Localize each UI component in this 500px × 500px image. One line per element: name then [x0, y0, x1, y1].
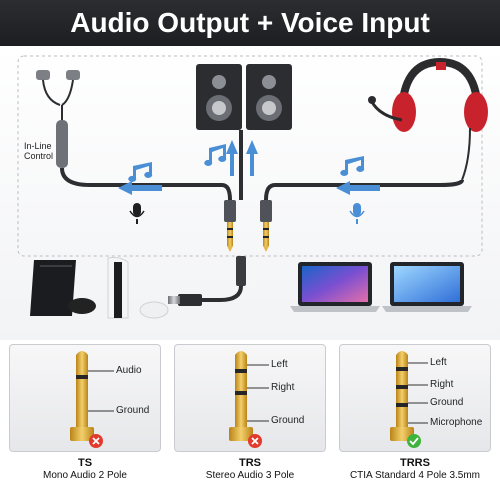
speaker-icon [196, 64, 292, 130]
caption-ts: TS Mono Audio 2 Pole [2, 457, 168, 482]
trs-label-left: Left [271, 359, 288, 370]
microphone-icon [349, 203, 365, 224]
caption-trs-desc: Stereo Audio 3 Pole [205, 470, 295, 481]
caption-ts-name: TS [77, 457, 93, 469]
trrs-label-left: Left [430, 357, 447, 368]
caption-trrs-name: TRRS [400, 457, 430, 469]
laptop-icon [290, 262, 380, 312]
inline-control-icon [56, 120, 68, 168]
usb-adapter-icon [168, 256, 246, 306]
music-note-icon [128, 144, 365, 182]
check-icon [407, 434, 421, 448]
trrs-label-right: Right [430, 379, 454, 390]
trs-label-right: Right [271, 382, 295, 393]
caption-trs-name: TRS [239, 457, 261, 469]
caption-trs: TRS Stereo Audio 3 Pole [167, 457, 333, 482]
microphone-icon [129, 203, 145, 224]
up-arrow-icon [246, 140, 258, 176]
earphone-icon [36, 70, 80, 168]
ts-plug-icon [70, 351, 114, 448]
headset-icon [368, 57, 488, 181]
trrs-plug-icon [390, 351, 428, 448]
laptop-icon [382, 262, 472, 312]
inline-control-label: In-Line Control [24, 141, 54, 161]
trrs-label-microphone: Microphone [430, 417, 483, 428]
caption-trrs: TRRS CTIA Standard 4 Pole 3.5mm [332, 457, 498, 482]
plug-icon [224, 200, 236, 252]
scene-illustration [17, 55, 488, 319]
trrs-label-ground: Ground [430, 397, 464, 408]
left-arrow-icon [118, 181, 162, 195]
title-banner: Audio Output + Voice Input [0, 0, 500, 46]
game-console-icon [30, 260, 96, 316]
up-arrow-icon [226, 140, 238, 176]
signal-arrows [118, 140, 380, 195]
caption-ts-desc: Mono Audio 2 Pole [43, 470, 127, 481]
trs-label-ground: Ground [271, 415, 305, 426]
game-console-icon [107, 257, 169, 319]
plug-card-ts: Audio Ground [9, 344, 161, 452]
plug-card-trs: Left Right Ground [174, 344, 326, 452]
plug-comparison: Audio Ground Left Right Ground [0, 340, 500, 500]
caption-trrs-desc: CTIA Standard 4 Pole 3.5mm [349, 470, 481, 481]
plug-icon [260, 200, 272, 252]
trs-plug-icon [229, 351, 269, 448]
ts-label-ground: Ground [116, 405, 150, 416]
left-arrow-icon [336, 181, 380, 195]
ts-label-audio: Audio [116, 365, 142, 376]
guide-frame [17, 55, 483, 257]
plug-card-trrs: Left Right Ground Microphone [339, 344, 491, 452]
page-title: Audio Output + Voice Input [70, 7, 430, 38]
